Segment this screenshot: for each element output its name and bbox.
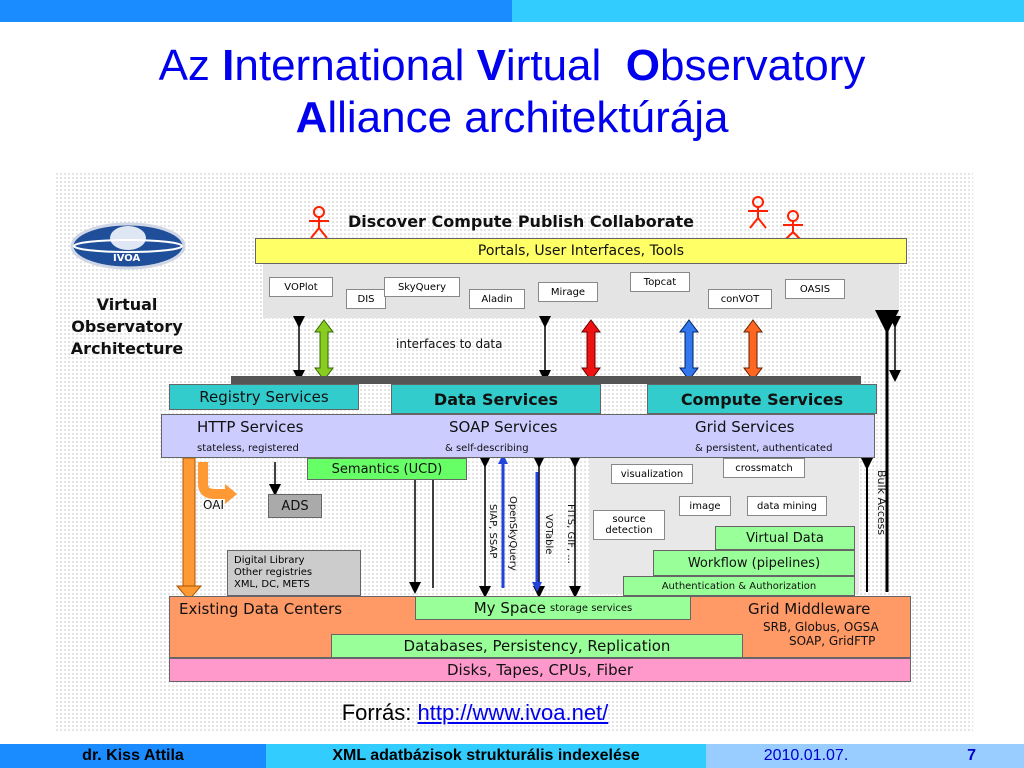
side-title-line-2: Observatory: [71, 317, 183, 336]
stateless-label: stateless, registered: [197, 443, 299, 454]
title-line-1: Az International Virtual Observatory: [0, 40, 1024, 92]
compute-services: Compute Services: [647, 384, 877, 414]
digital-library-line-3: XML, DC, METS: [234, 579, 310, 590]
votable-label: VOTable: [543, 514, 554, 555]
soap-services: SOAP Services: [449, 418, 558, 436]
top-bar-left: [0, 0, 512, 22]
source-detection-line-1: source: [612, 514, 646, 525]
line1-part: V: [476, 41, 506, 90]
tool-convot: conVOT: [708, 289, 772, 309]
workflow-box: Workflow (pipelines): [653, 550, 855, 576]
line1-part: bservatory: [659, 41, 866, 90]
digital-library-line-2: Other registries: [234, 567, 313, 578]
line2-part: A: [295, 93, 328, 142]
visualization-box: visualization: [611, 464, 693, 484]
auth-box: Authentication & Authorization: [623, 576, 855, 596]
portals-bar: Portals, User Interfaces, Tools: [255, 238, 907, 264]
source-link[interactable]: http://www.ivoa.net/: [417, 700, 609, 725]
interfaces-label: interfaces to data: [396, 337, 503, 351]
siap-ssap-label: SIAP, SSAP: [487, 504, 498, 559]
source-label: Forrás:: [341, 700, 418, 725]
self-describing-label: & self-describing: [445, 443, 529, 454]
line1-part: irtual: [505, 41, 626, 90]
source-line: Forrás: http://www.ivoa.net/: [0, 700, 950, 726]
red-double-arrow: [581, 319, 601, 381]
tool-aladin: Aladin: [469, 289, 525, 309]
source-detection-box: source detection: [593, 510, 665, 540]
data-mining-box: data mining: [747, 496, 827, 516]
registry-services: Registry Services: [169, 384, 359, 410]
ivoa-logo: IVOA: [69, 220, 187, 272]
blue-double-arrow: [679, 319, 699, 381]
semantics-ucd: Semantics (UCD): [307, 458, 467, 480]
http-services: HTTP Services: [197, 418, 304, 436]
line1-part: nternational: [234, 41, 477, 90]
crossmatch-box: crossmatch: [723, 458, 805, 478]
virtual-data-box: Virtual Data: [715, 526, 855, 550]
green-double-arrow: [314, 319, 334, 381]
databases-bar: Databases, Persistency, Replication: [331, 634, 743, 658]
grid-middleware-label: Grid Middleware: [748, 600, 871, 618]
fits-label: FITS, GIF, ...: [565, 504, 576, 564]
grid-middleware-line-1: SRB, Globus, OGSA: [763, 620, 879, 634]
my-space-label: My Space: [473, 599, 547, 617]
disks-bar: Disks, Tapes, CPUs, Fiber: [169, 658, 911, 682]
tool-topcat: Topcat: [630, 272, 690, 292]
footer-page: 7: [906, 744, 1024, 768]
grid-middleware-line-2: SOAP, GridFTP: [789, 634, 876, 648]
data-services: Data Services: [391, 384, 601, 414]
side-title-line-3: Architecture: [70, 339, 184, 358]
footer-course: XML adatbázisok strukturális indexelése: [266, 744, 706, 768]
tool-dis: DIS: [346, 289, 386, 309]
grid-services: Grid Services: [695, 418, 795, 436]
persistent-label: & persistent, authenticated: [695, 443, 833, 454]
architecture-diagram: IVOA Virtual Observatory Architecture Di…: [55, 172, 973, 732]
orange-double-arrow: [743, 319, 763, 381]
tool-oasis: OASIS: [785, 279, 845, 299]
services-backdrop: [231, 376, 861, 384]
bulk-access-label: Bulk Access: [875, 470, 888, 536]
image-box: image: [679, 496, 731, 516]
digital-library-line-1: Digital Library: [234, 555, 305, 566]
tool-skyquery: SkyQuery: [384, 277, 460, 297]
line1-part: I: [222, 41, 235, 90]
oai-label: OAI: [203, 498, 224, 512]
source-detection-line-2: detection: [605, 525, 653, 536]
slide-title: Az International Virtual Observatory All…: [0, 40, 1024, 144]
top-caption: Discover Compute Publish Collaborate: [348, 212, 694, 231]
line1-part: O: [625, 41, 660, 90]
side-title: Virtual Observatory Architecture: [61, 294, 193, 360]
tool-voplot: VOPlot: [269, 277, 333, 297]
line2-part: lliance architektúrája: [327, 93, 729, 142]
arrows-layer: [175, 310, 901, 601]
ivoa-logo-icon: [70, 222, 186, 270]
tool-mirage: Mirage: [538, 282, 598, 302]
side-title-line-1: Virtual: [96, 295, 158, 314]
openskyquery-label: OpenSkyQuery: [507, 496, 518, 571]
existing-data-centers: Existing Data Centers: [179, 600, 343, 618]
top-bar-right: [512, 0, 1024, 22]
protocol-bar: [161, 414, 875, 458]
my-space-small: storage services: [550, 602, 633, 614]
footer-author: dr. Kiss Attila: [0, 744, 266, 768]
title-line-2: Alliance architektúrája: [0, 92, 1024, 144]
my-space-box: My Space storage services: [415, 596, 691, 620]
logo-text: IVOA: [113, 253, 141, 264]
line1-part: Az: [158, 41, 223, 90]
digital-library-box: Digital Library Other registries XML, DC…: [227, 550, 361, 596]
footer-date: 2010.01.07.: [706, 744, 906, 768]
ads-box: ADS: [268, 494, 322, 518]
